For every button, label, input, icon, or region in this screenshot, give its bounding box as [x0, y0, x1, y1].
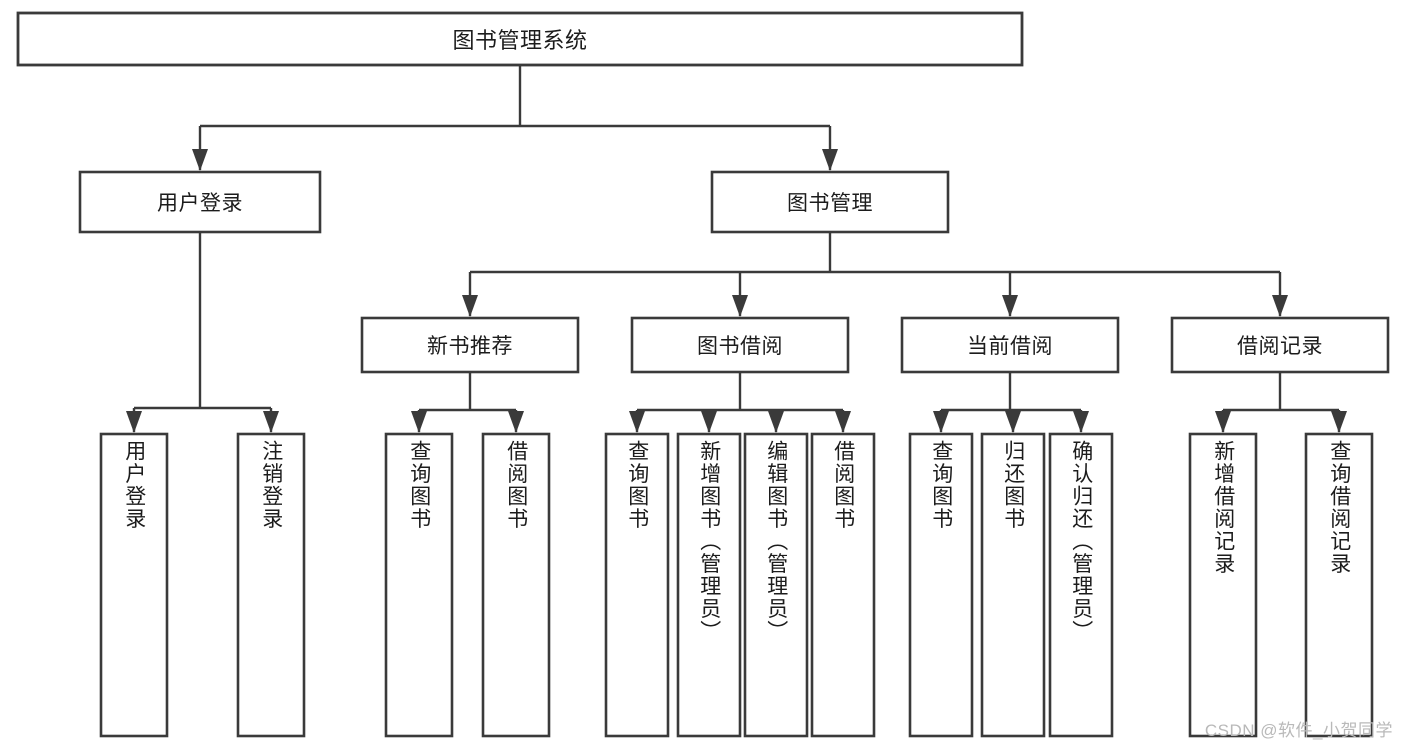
leaf-box-7[interactable] [810, 432, 876, 738]
leaf-box-1[interactable] [236, 432, 306, 738]
arrow-head-icon [1002, 295, 1018, 317]
level-0-box-0[interactable] [16, 11, 1024, 67]
level-2-box-3[interactable] [1170, 316, 1390, 374]
connector-layer [126, 65, 1347, 433]
arrow-head-icon [701, 411, 717, 433]
level-2-box-2[interactable] [900, 316, 1120, 374]
arrow-head-icon [933, 411, 949, 433]
leaf-box-11[interactable] [1188, 432, 1258, 738]
leaf-box-12[interactable] [1304, 432, 1374, 738]
arrow-head-icon [411, 411, 427, 433]
level-1-box-0[interactable] [78, 170, 322, 234]
arrow-head-icon [1005, 411, 1021, 433]
arrow-head-icon [1073, 411, 1089, 433]
leaf-box-10[interactable] [1048, 432, 1114, 738]
leaf-box-9[interactable] [980, 432, 1046, 738]
leaf-box-2[interactable] [384, 432, 454, 738]
leaf-box-4[interactable] [604, 432, 670, 738]
leaf-box-3[interactable] [481, 432, 551, 738]
arrow-head-icon [768, 411, 784, 433]
arrow-head-icon [462, 295, 478, 317]
leaf-box-6[interactable] [743, 432, 809, 738]
level-2-box-0[interactable] [360, 316, 580, 374]
level-2-box-1[interactable] [630, 316, 850, 374]
arrow-head-icon [822, 149, 838, 171]
arrow-head-icon [629, 411, 645, 433]
arrow-head-icon [1331, 411, 1347, 433]
arrow-head-icon [263, 411, 279, 433]
arrow-head-icon [1272, 295, 1288, 317]
arrow-head-icon [732, 295, 748, 317]
level-1-box-1[interactable] [710, 170, 950, 234]
arrow-head-icon [508, 411, 524, 433]
arrow-head-icon [835, 411, 851, 433]
leaf-box-8[interactable] [908, 432, 974, 738]
leaf-box-5[interactable] [676, 432, 742, 738]
arrow-head-icon [1215, 411, 1231, 433]
box-layer [16, 11, 1390, 738]
arrow-head-icon [192, 149, 208, 171]
arrow-head-icon [126, 411, 142, 433]
leaf-box-0[interactable] [99, 432, 169, 738]
